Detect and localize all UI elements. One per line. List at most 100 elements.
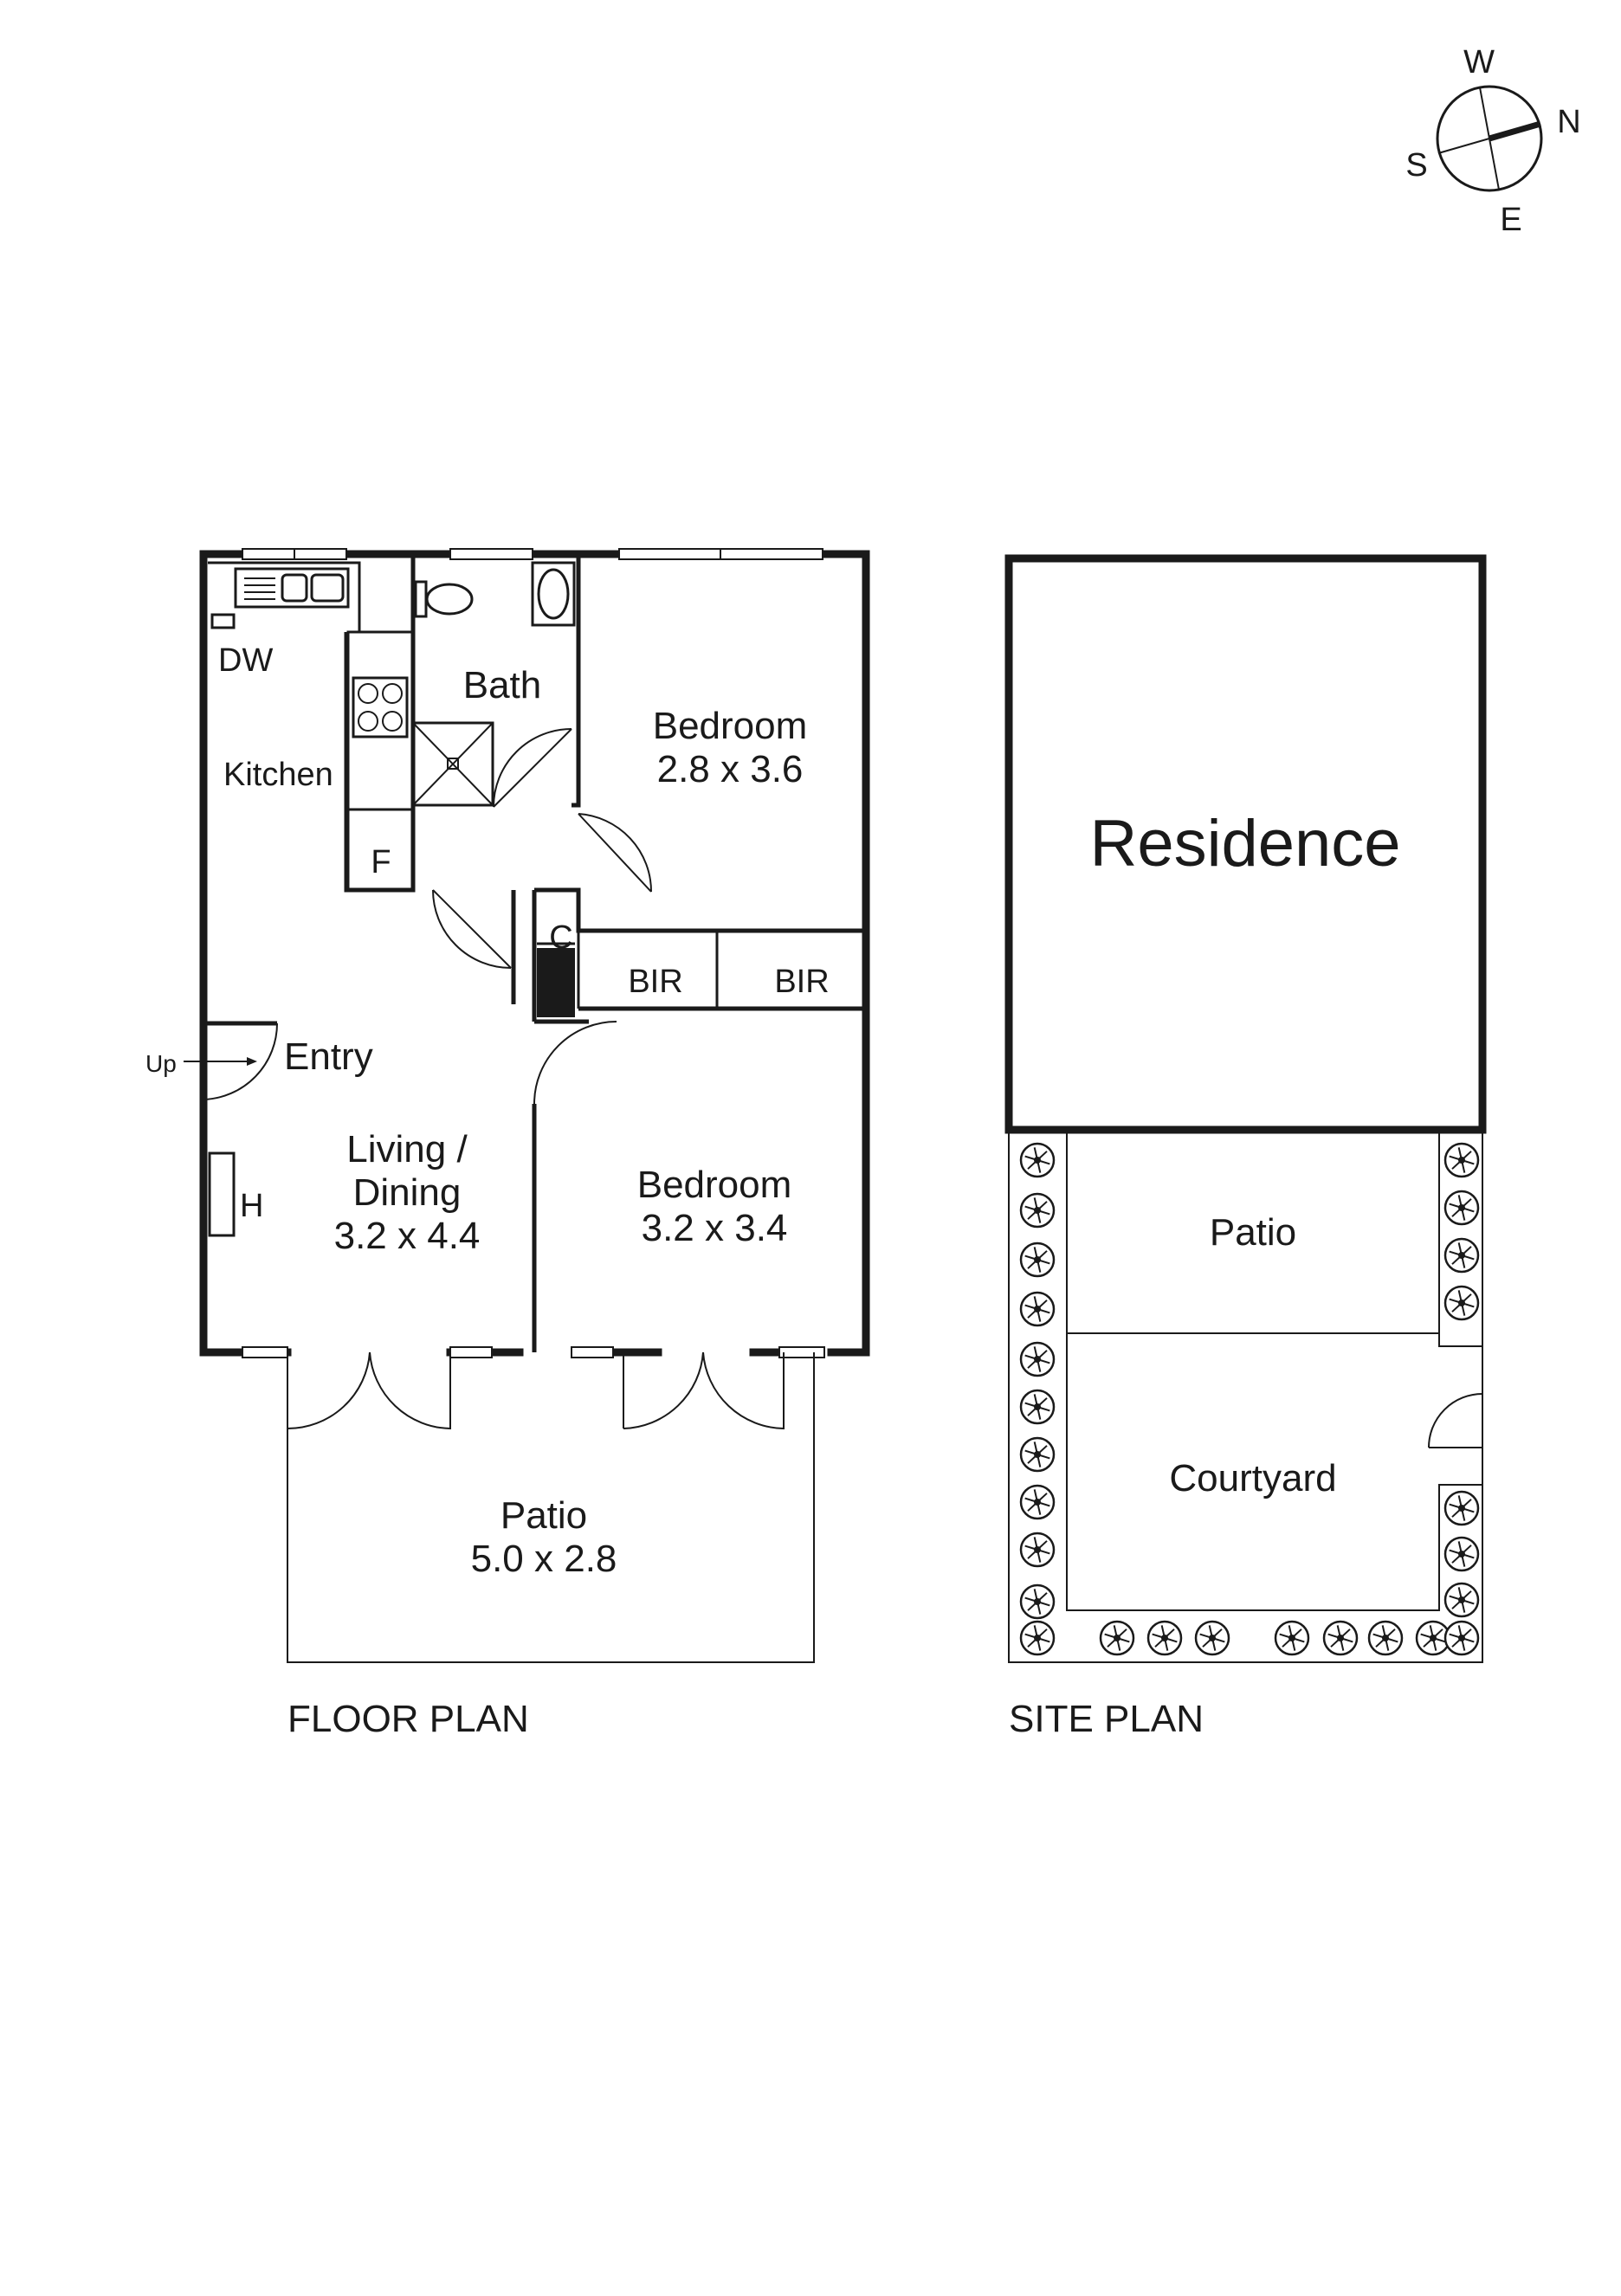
- shower-diagonal: [412, 722, 494, 806]
- bath-door: [493, 728, 572, 808]
- compass: W N S E: [1405, 44, 1580, 238]
- sink-bowl: [310, 573, 345, 603]
- cooktop-burner: [358, 683, 378, 704]
- window: [571, 1346, 614, 1358]
- compass-north-needle: [1489, 120, 1541, 142]
- dishwasher-label: DW: [218, 642, 273, 679]
- site-patio-label: Patio: [1210, 1211, 1296, 1254]
- shrub-icon: [1367, 1620, 1404, 1656]
- shrub-icon: [1443, 1142, 1480, 1178]
- kitchen-bath-wall: [344, 554, 416, 893]
- window: [449, 1346, 493, 1358]
- site-plan: Residence Patio Courtyard SITE PLAN: [1004, 554, 1487, 1740]
- cooktop: [352, 676, 409, 738]
- bedroom2-label: Bedroom: [637, 1164, 792, 1206]
- shrub-icon: [1443, 1536, 1480, 1572]
- basin: [537, 568, 570, 620]
- shrub-icon: [1099, 1620, 1135, 1656]
- bedroom1-door: [578, 813, 653, 893]
- shrub-icon: [1019, 1242, 1056, 1278]
- residence-block: [1004, 554, 1487, 1134]
- shrub-icon: [1019, 1389, 1056, 1425]
- compass-east-label: E: [1500, 202, 1521, 238]
- shrub-icon: [1019, 1532, 1056, 1568]
- shrub-icon: [1019, 1484, 1056, 1520]
- heater-label: H: [240, 1188, 263, 1224]
- shrub-icon: [1274, 1620, 1310, 1656]
- cooktop-burner: [358, 711, 378, 732]
- window: [449, 548, 533, 560]
- up-label: Up: [145, 1050, 177, 1077]
- patio-label: Patio: [501, 1494, 587, 1537]
- bedroom1-label: Bedroom: [653, 705, 808, 747]
- bir2-label: BIR: [774, 964, 829, 1000]
- shrub-icon: [1322, 1620, 1359, 1656]
- meter-box: [537, 948, 575, 1017]
- living-label: Living /: [346, 1128, 468, 1171]
- toilet-cistern: [414, 580, 428, 618]
- shrub-icon: [1019, 1436, 1056, 1473]
- shower: [411, 721, 494, 807]
- shrub-icon: [1019, 1583, 1056, 1620]
- shrub-icon: [1019, 1142, 1056, 1178]
- window: [778, 1346, 825, 1358]
- bedroom1-size: 2.8 x 3.6: [657, 748, 804, 790]
- toilet-bowl: [425, 583, 474, 616]
- dishwasher-mark: [210, 613, 236, 629]
- kitchen-label: Kitchen: [223, 757, 333, 793]
- cooktop-burner: [382, 683, 403, 704]
- bedroom2-size: 3.2 x 3.4: [642, 1207, 788, 1249]
- window: [242, 1346, 288, 1358]
- shrub-icon: [1019, 1620, 1056, 1656]
- living-french-doors: [287, 1351, 451, 1430]
- courtyard-label: Courtyard: [1169, 1457, 1336, 1499]
- compass-north-label: N: [1557, 104, 1580, 140]
- entry-arrowhead: [247, 1057, 257, 1066]
- shrub-icon: [1443, 1620, 1480, 1656]
- shrub-icon: [1146, 1620, 1183, 1656]
- cooktop-burner: [382, 711, 403, 732]
- site-boundary: [1008, 1130, 1483, 1663]
- outer-wall: [199, 550, 870, 1357]
- compass-south-label: S: [1405, 147, 1427, 184]
- residence-label: Residence: [1089, 807, 1400, 880]
- cupboard-label: C: [549, 919, 572, 956]
- shrub-icon: [1019, 1341, 1056, 1377]
- shrub-planting: [1019, 1142, 1480, 1656]
- courtyard-outline: [1066, 1130, 1482, 1611]
- site-plan-title: SITE PLAN: [1009, 1698, 1204, 1740]
- living-size: 3.2 x 4.4: [334, 1215, 481, 1257]
- bedroom-french-doors: [623, 1351, 785, 1430]
- floor-plan-title: FLOOR PLAN: [287, 1698, 529, 1740]
- entry-label: Entry: [284, 1035, 373, 1078]
- vanity: [531, 561, 576, 627]
- patio-size: 5.0 x 2.8: [471, 1538, 617, 1580]
- floor-plan: DW Kitchen F Bath Bedroom 2.8 x 3.6 C BI…: [145, 548, 870, 1740]
- patio-outline: [287, 1352, 815, 1663]
- shrub-icon: [1443, 1237, 1480, 1274]
- courtyard-gate: [1428, 1392, 1483, 1448]
- kitchen-sink: [234, 567, 350, 609]
- shrub-icon: [1443, 1285, 1480, 1321]
- bath-label: Bath: [463, 664, 542, 706]
- shrub-icon: [1194, 1620, 1230, 1656]
- bedroom2-door: [533, 1021, 617, 1105]
- sink-bowl: [281, 573, 308, 603]
- shrub-icon: [1019, 1291, 1056, 1327]
- compass-west-label: W: [1463, 44, 1495, 81]
- compass-ring: [1436, 85, 1543, 192]
- patio-planter-edge: [1438, 1130, 1482, 1347]
- shrub-icon: [1443, 1582, 1480, 1618]
- robe-block-wall: [534, 887, 864, 933]
- shrub-icon: [1443, 1190, 1480, 1226]
- kitchen-bench: [208, 561, 361, 632]
- dining-label: Dining: [353, 1171, 462, 1214]
- shower-drain: [447, 758, 459, 770]
- hall-door: [432, 889, 512, 969]
- bir1-label: BIR: [628, 964, 682, 1000]
- fridge-label: F: [371, 844, 391, 880]
- heater: [208, 1151, 236, 1237]
- bath-bedroom-wall: [572, 554, 581, 808]
